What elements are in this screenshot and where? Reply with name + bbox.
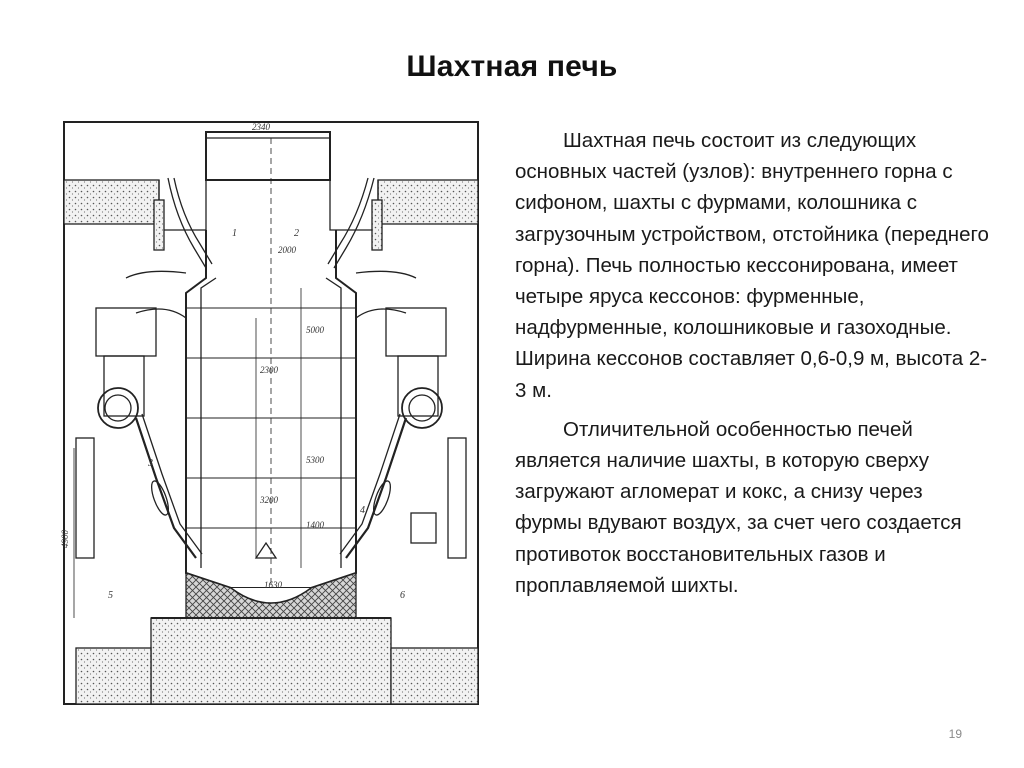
page-number: 19 [948, 727, 962, 741]
dim-label: 1630 [264, 580, 283, 590]
dim-label: 4900 [60, 530, 70, 549]
shaft-furnace-diagram: 2340 2000 5000 2300 5300 3200 1400 1630 … [56, 118, 488, 708]
description-text: Шахтная печь состоит из следующих основн… [515, 125, 995, 609]
callout-number: 2 [294, 228, 299, 239]
paragraph-composition: Шахтная печь состоит из следующих основн… [515, 129, 989, 402]
furnace-drawing: 2340 2000 5000 2300 5300 3200 1400 1630 … [60, 121, 479, 705]
dim-label: 2000 [278, 245, 297, 255]
dim-label: 2340 [252, 122, 271, 132]
upper-floor-left [63, 179, 160, 225]
dim-label: 2300 [260, 365, 279, 375]
callout-number: 1 [232, 228, 237, 239]
callout-number: 4 [360, 505, 365, 516]
slide-title: Шахтная печь [406, 50, 618, 83]
foundation [150, 617, 392, 705]
callout-number: 3 [147, 458, 153, 469]
dim-label: 5000 [306, 325, 325, 335]
dim-label: 3200 [259, 495, 279, 505]
callout-number: 5 [108, 590, 113, 601]
dim-label: 5300 [306, 455, 325, 465]
dim-label: 1400 [306, 520, 325, 530]
paragraph-feature: Отличительной особенностью печей являетс… [515, 417, 962, 597]
upper-floor-right [377, 179, 479, 225]
callout-number: 6 [400, 590, 405, 601]
